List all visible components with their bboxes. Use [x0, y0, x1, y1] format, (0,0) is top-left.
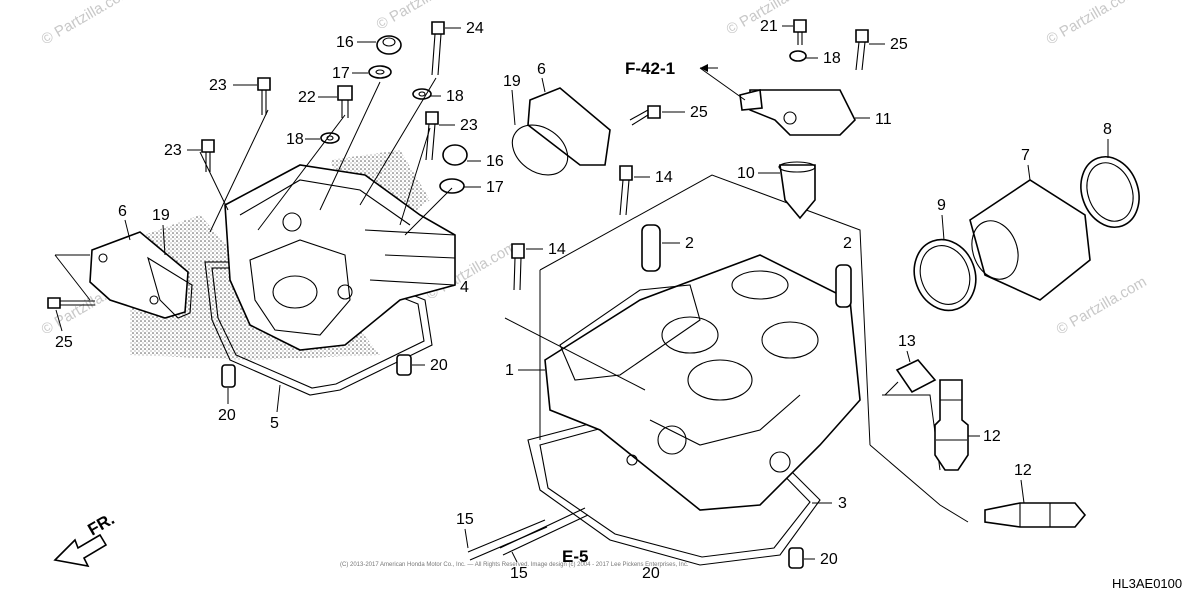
watermark: © Partzilla.com — [39, 0, 135, 48]
callout-6: 6 — [537, 61, 546, 78]
head-cover-assembly — [47, 21, 468, 396]
intake-parts — [511, 87, 1140, 528]
callout-13: 13 — [898, 333, 916, 350]
callout-15: 15 — [456, 511, 474, 528]
callout-2: 2 — [843, 235, 852, 252]
callout-23: 23 — [164, 142, 182, 159]
thermostat-housing — [699, 19, 869, 220]
callout-19: 19 — [152, 207, 170, 224]
callout-21: 21 — [760, 18, 778, 35]
callout-12: 12 — [1014, 462, 1032, 479]
front-direction-arrow: FR. — [53, 509, 118, 568]
copyright-notice: (C) 2013-2017 American Honda Motor Co., … — [340, 562, 689, 568]
callout-16: 16 — [336, 34, 354, 51]
callout-14: 14 — [548, 241, 566, 258]
callout-24: 24 — [466, 20, 484, 37]
front-label: FR. — [85, 509, 118, 539]
watermark: © Partzilla.com — [1054, 273, 1150, 338]
callout-16: 16 — [486, 153, 504, 170]
callout-25: 25 — [690, 104, 708, 121]
callout-23: 23 — [209, 77, 227, 94]
callout-18: 18 — [286, 131, 304, 148]
callout-12: 12 — [983, 428, 1001, 445]
callout-4: 4 — [460, 279, 469, 296]
callout-18: 18 — [823, 50, 841, 67]
callout-14: 14 — [655, 169, 673, 186]
ref-arrow-head — [700, 64, 708, 72]
callout-25: 25 — [55, 334, 73, 351]
diagram-code: HL3AE0100 — [1112, 576, 1182, 591]
callout-9: 9 — [937, 197, 946, 214]
callout-15: 15 — [510, 565, 528, 582]
callout-20: 20 — [430, 357, 448, 374]
callout-8: 8 — [1103, 121, 1112, 138]
callout-25: 25 — [890, 36, 908, 53]
callout-2: 2 — [685, 235, 694, 252]
callout-19: 19 — [503, 73, 521, 90]
reference-f42-1: F-42-1 — [625, 59, 675, 78]
callout-1: 1 — [505, 362, 514, 379]
callout-23: 23 — [460, 117, 478, 134]
reference-e-5: E-5 — [562, 547, 588, 566]
callout-20: 20 — [218, 407, 236, 424]
callout-20: 20 — [642, 565, 660, 582]
cylinder-head — [467, 165, 969, 569]
callout-18: 18 — [446, 88, 464, 105]
callout-10: 10 — [737, 165, 755, 182]
callout-7: 7 — [1021, 147, 1030, 164]
callout-5: 5 — [270, 415, 279, 432]
callout-20: 20 — [820, 551, 838, 568]
callout-22: 22 — [298, 89, 316, 106]
watermark: © Partzilla.com — [1044, 0, 1140, 48]
callout-17: 17 — [332, 65, 350, 82]
callout-labels: 1 2 2 3 4 5 6 6 7 8 9 10 11 12 12 13 14 … — [55, 18, 1112, 582]
callout-11: 11 — [875, 111, 892, 128]
callout-17: 17 — [486, 179, 504, 196]
callout-3: 3 — [838, 495, 847, 512]
callout-6: 6 — [118, 203, 127, 220]
